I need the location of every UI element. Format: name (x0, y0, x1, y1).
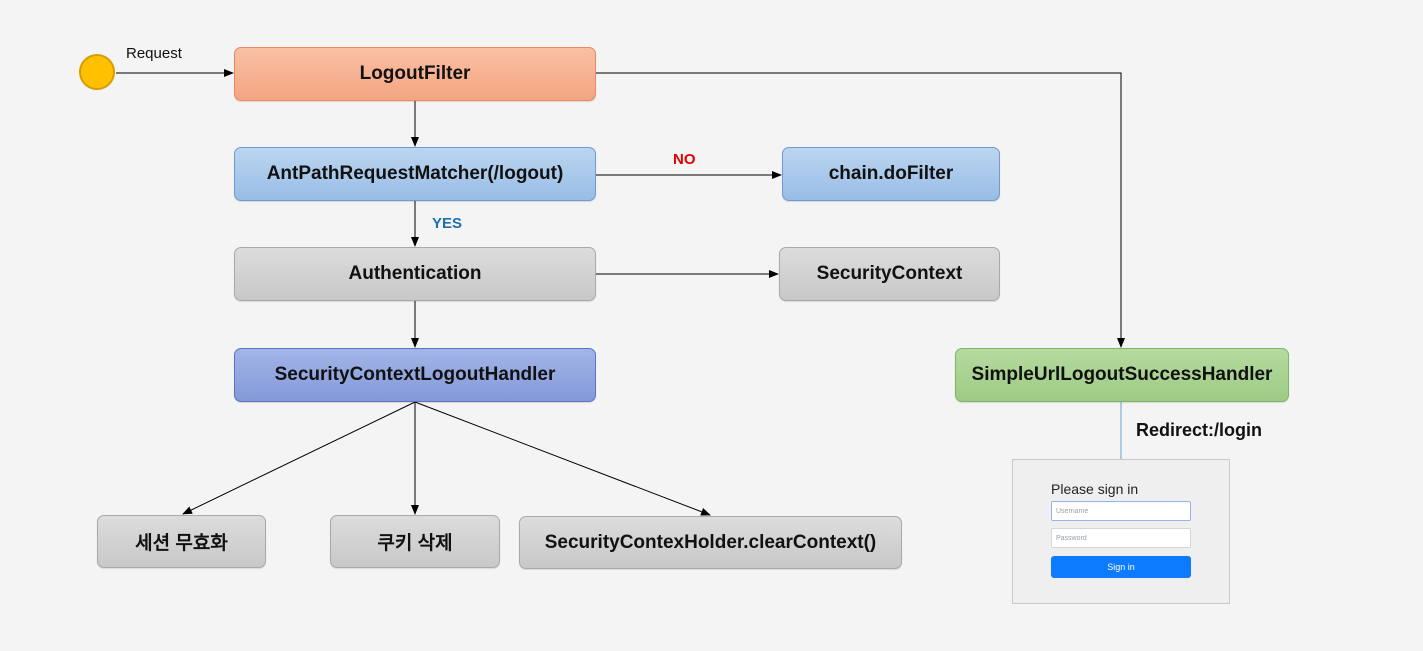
edge-logout-to-success-handler (596, 72, 1125, 348)
security-context-node: SecurityContext (779, 247, 1000, 301)
security-context-logout-handler-node: SecurityContextLogoutHandler (234, 348, 596, 402)
start-node (79, 54, 115, 90)
clear-context-node: SecurityContexHolder.clearContext() (519, 516, 902, 569)
delete-cookie-node: 쿠키 삭제 (330, 515, 500, 568)
edge-handler-to-clear (414, 401, 711, 516)
authentication-node: Authentication (234, 247, 596, 301)
login-page-preview: Please sign in Sign in (1012, 459, 1230, 604)
redirect-label: Redirect:/login (1136, 420, 1263, 440)
simple-url-logout-success-handler-node: SimpleUrlLogoutSuccessHandler (955, 348, 1289, 402)
invalidate-session-node: 세션 무효화 (97, 515, 266, 568)
login-title: Please sign in (1051, 481, 1139, 497)
edge-handler-to-session (182, 401, 416, 515)
chain-do-filter-node: chain.doFilter (782, 147, 1000, 201)
username-input[interactable] (1051, 501, 1191, 521)
password-input[interactable] (1051, 528, 1191, 548)
ant-path-matcher-node: AntPathRequestMatcher(/logout) (234, 147, 596, 201)
request-label: Request (126, 45, 182, 62)
sign-in-button[interactable]: Sign in (1051, 556, 1191, 578)
logout-filter-node: LogoutFilter (234, 47, 596, 101)
yes-label: YES (432, 215, 463, 232)
no-label: NO (673, 151, 696, 168)
